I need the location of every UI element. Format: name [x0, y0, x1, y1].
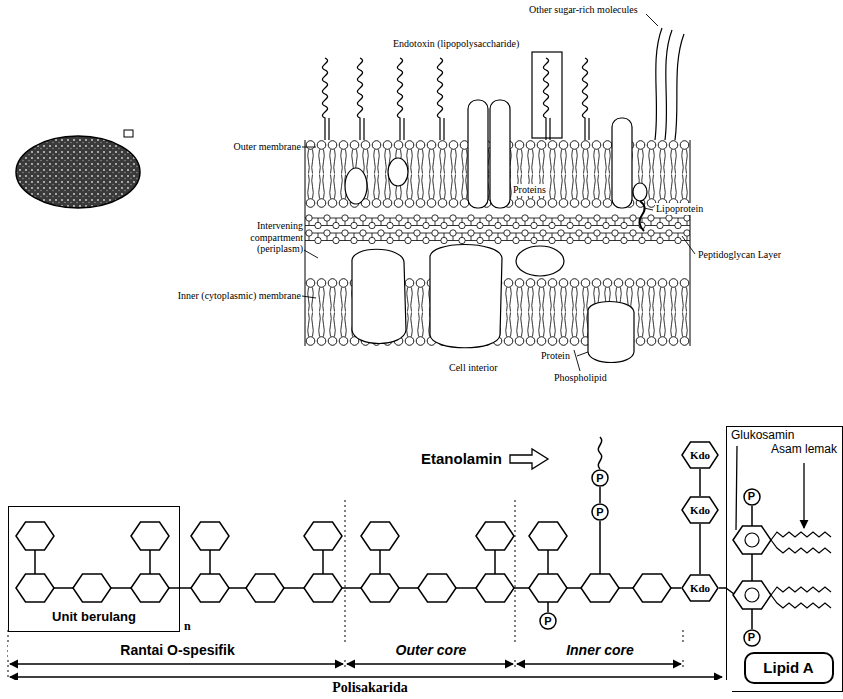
zoom-marker	[124, 130, 133, 137]
kdo-ring: Kdo	[681, 574, 719, 602]
part-label: Intervening compartment (periplasm)	[238, 220, 304, 255]
circle-outline	[744, 630, 760, 646]
porin	[490, 100, 510, 208]
bond-line	[699, 469, 701, 496]
node-text: P	[748, 631, 755, 644]
node-text: P	[544, 615, 551, 628]
phosphate-circle: P	[591, 503, 609, 521]
endotoxin-frame	[532, 52, 562, 138]
glycosidic-bonds	[35, 506, 752, 629]
membrane-protein	[588, 302, 634, 363]
part-label: Inner core	[515, 642, 685, 658]
dimension-arrows	[10, 664, 722, 677]
node-text: P	[596, 506, 603, 519]
circle-outline	[592, 504, 608, 520]
sugar-rings	[16, 522, 771, 609]
circle-outline	[744, 489, 760, 505]
bond-line	[699, 524, 701, 574]
bond-line	[719, 587, 726, 589]
lps-molecule	[543, 58, 550, 140]
pointer-arrow	[736, 446, 804, 530]
part-label: Other sugar-rich molecules	[528, 4, 639, 16]
part-label: Outer core	[345, 642, 517, 658]
phosphate-circle: P	[743, 488, 761, 506]
node-text: Asam lemak	[771, 443, 842, 457]
peptidoglycan-layer	[305, 214, 690, 244]
part-label: Endotoxin (lipopolysaccharide)	[392, 38, 520, 50]
ethanolamine-chain	[598, 437, 601, 469]
cell-body	[16, 136, 140, 208]
proteins	[345, 100, 647, 363]
bond-line	[599, 487, 601, 503]
sugar-molecules	[655, 28, 684, 140]
part-label: Proteins	[512, 184, 547, 196]
lipid-a-label-box: Lipid A	[744, 652, 834, 684]
membrane-protein	[388, 158, 408, 186]
kdo-ring: Kdo	[681, 441, 719, 469]
part-label: Etanolamin	[420, 450, 503, 467]
lps-molecule	[357, 58, 364, 140]
leader-lines	[302, 14, 695, 371]
part-label: Phospholipid	[553, 372, 608, 384]
node-text: P	[596, 472, 603, 485]
node-text: Kdo	[690, 504, 710, 517]
part-label: Lipoprotein	[655, 203, 704, 215]
part-label: Cell interior	[448, 362, 499, 374]
lps-molecule	[397, 58, 404, 140]
kdo-ring: Kdo	[681, 496, 719, 524]
porin	[612, 118, 632, 208]
node-text: Kdo	[690, 449, 710, 462]
ring-outline	[682, 442, 718, 468]
part-label: n	[183, 620, 192, 634]
lipoprotein-shape	[633, 183, 647, 201]
part-label: Inner (cytoplasmic) membrane	[140, 290, 302, 302]
fatty-acid-chains	[771, 532, 831, 608]
bacterium-cell	[16, 130, 140, 208]
node-text: Glukosamin	[731, 429, 842, 443]
node-text: P	[748, 490, 755, 503]
lps-molecule	[437, 58, 444, 140]
lipoprotein-anchor	[639, 201, 644, 231]
membrane-protein	[430, 245, 502, 348]
lps-molecule	[582, 58, 589, 140]
porin	[468, 100, 488, 208]
membrane-protein	[345, 168, 367, 204]
circle-outline	[592, 470, 608, 486]
glucosamine-ring	[745, 588, 759, 602]
repeating-unit-box: Unit berulang	[8, 506, 180, 632]
pointer-arrow	[510, 449, 548, 469]
node-text: Kdo	[690, 582, 710, 595]
periplasmic-protein	[516, 246, 564, 276]
phosphate-circle: P	[539, 612, 557, 630]
glucosamine-ring	[745, 533, 759, 547]
phosphate-circle: P	[591, 469, 609, 487]
circle-outline	[540, 613, 556, 629]
membrane-protein	[352, 249, 406, 343]
part-label: Outer membrane	[222, 141, 302, 153]
part-label: Peptidoglycan Layer	[697, 249, 782, 261]
phosphate-circle: P	[743, 629, 761, 647]
node-text: Lipid A	[763, 659, 813, 676]
lps-molecule	[322, 58, 329, 140]
part-label: Polisakarida	[8, 680, 732, 696]
part-label: Rantai O-spesifik	[8, 642, 347, 658]
ring-outline	[682, 497, 718, 523]
node-text: Unit berulang	[52, 610, 136, 625]
ring-outline	[682, 575, 718, 601]
lipid-a-box: GlukosaminAsam lemakP P Lipid A	[726, 426, 843, 692]
part-label: Protein	[540, 350, 571, 362]
